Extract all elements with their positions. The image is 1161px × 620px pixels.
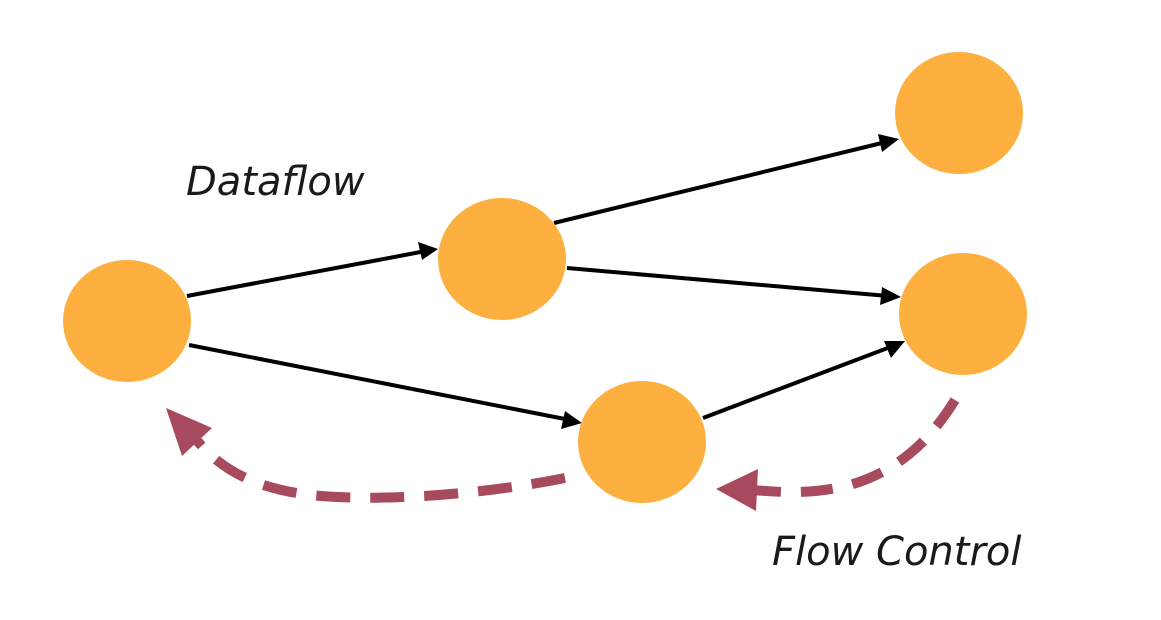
node-sink-top [895,52,1023,174]
flow-control-label: Flow Control [772,529,1022,575]
edge-middle-upper-to-sink-top [553,140,887,225]
arrowhead-sink-middle-from-lower [884,341,905,358]
flow-control-edge-sink-to-middle-lower [751,397,960,497]
edge-middle-lower-to-sink-middle [702,344,894,420]
flow-control-arrowhead-source [166,408,212,456]
nodes [63,52,1027,503]
arrowhead-sink-middle [880,287,901,305]
flow-control-arrowheads [166,408,758,511]
dataflow-edges [186,140,894,422]
node-middle-lower [578,381,706,503]
arrowhead-middle-lower [561,411,582,429]
flow-control-edge-middle-lower-to-source [191,434,566,503]
dataflow-arrowheads [418,134,905,429]
node-source [63,260,191,382]
edge-middle-upper-to-sink-middle [566,266,889,298]
node-middle-upper [438,198,566,320]
edge-source-to-middle-upper [186,249,427,298]
node-sink-middle [899,253,1027,375]
arrowhead-middle-upper [418,242,438,260]
dataflow-label: Dataflow [186,159,365,205]
arrowhead-sink-top [878,134,899,152]
edge-source-to-middle-lower [188,343,571,422]
flow-control-edges [191,397,960,503]
flow-control-arrowhead-middle-lower [716,469,758,511]
